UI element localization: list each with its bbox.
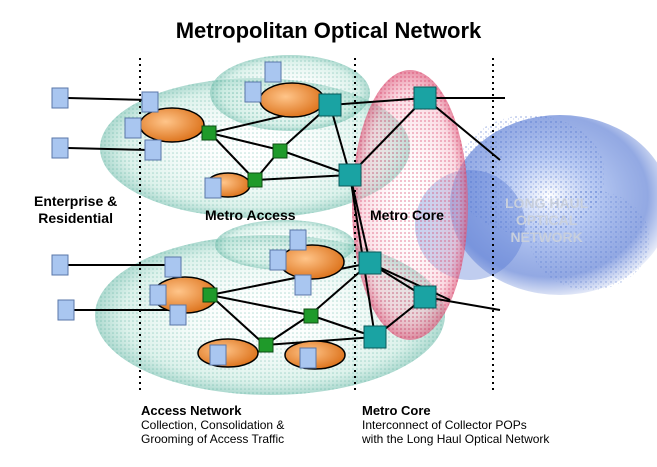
core-caption-line-1: Interconnect of Collector POPs [362, 418, 527, 432]
core-caption-line-2: with the Long Haul Optical Network [362, 432, 550, 446]
long-haul-line-3: NETWORK [510, 229, 583, 245]
long-haul-line-1: LONG HAUL [505, 195, 589, 211]
metro-access-label: Metro Access [205, 207, 296, 223]
enterprise-residential-label: Enterprise & Residential [34, 193, 117, 227]
long-haul-line-2: OPTICAL [515, 212, 578, 228]
access-caption-line-1: Collection, Consolidation & [141, 418, 285, 432]
core-switches [318, 86, 437, 349]
access-caption-heading: Access Network [141, 403, 242, 418]
host-devices [51, 61, 317, 369]
access-switches [201, 125, 319, 353]
zone-dividers [139, 58, 494, 390]
metro-core-label: Metro Core [370, 207, 444, 223]
metro-core-caption: Metro Core Interconnect of Collector POP… [362, 403, 550, 447]
enterprise-label-line-1: Enterprise & [34, 193, 118, 209]
long-haul-label: LONG HAUL OPTICAL NETWORK [505, 195, 588, 246]
diagram-title: Metropolitan Optical Network [175, 18, 482, 43]
access-network-caption: Access Network Collection, Consolidation… [141, 403, 285, 447]
access-caption-line-2: Grooming of Access Traffic [141, 432, 285, 446]
core-caption-heading: Metro Core [362, 403, 431, 418]
enterprise-label-line-2: Residential [38, 210, 113, 226]
